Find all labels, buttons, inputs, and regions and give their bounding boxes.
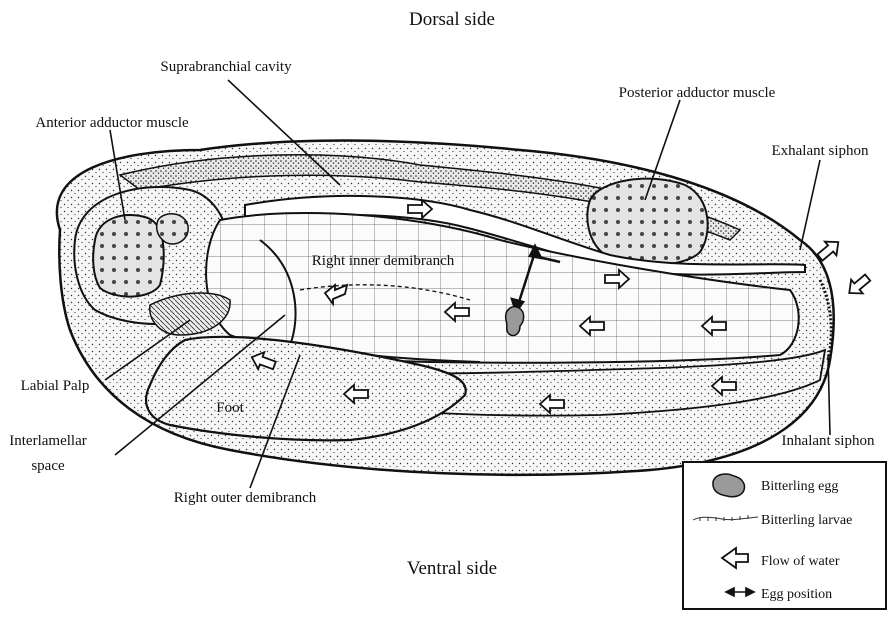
anterior-retractor [157,214,189,244]
legend: Bitterling egg Bitterling larvae Flow of… [683,462,886,609]
ventral-side-label: Ventral side [407,558,497,579]
legend-label-egg-position: Egg position [761,587,832,602]
posterior-adductor-label: Posterior adductor muscle [619,85,776,101]
interlamellar-label-line2: space [31,458,65,474]
legend-label-larvae: Bitterling larvae [761,513,852,528]
interlamellar-label-line1: Interlamellar [9,433,86,449]
exhalant-siphon-label: Exhalant siphon [771,143,869,159]
anterior-adductor-muscle [93,215,164,297]
foot-label: Foot [216,400,244,416]
inhalant-siphon-label: Inhalant siphon [782,433,875,449]
right-inner-demibranch-label: Right inner demibranch [312,253,455,269]
labial-palp-label: Labial Palp [21,378,90,394]
legend-label-flow: Flow of water [761,554,840,569]
dorsal-side-label: Dorsal side [409,9,495,30]
legend-label-egg: Bitterling egg [761,479,838,494]
right-outer-demibranch-label: Right outer demibranch [174,490,317,506]
suprabranchial-cavity-label: Suprabranchial cavity [160,59,292,75]
flow-arrow [843,271,873,300]
anterior-adductor-label: Anterior adductor muscle [35,115,189,131]
